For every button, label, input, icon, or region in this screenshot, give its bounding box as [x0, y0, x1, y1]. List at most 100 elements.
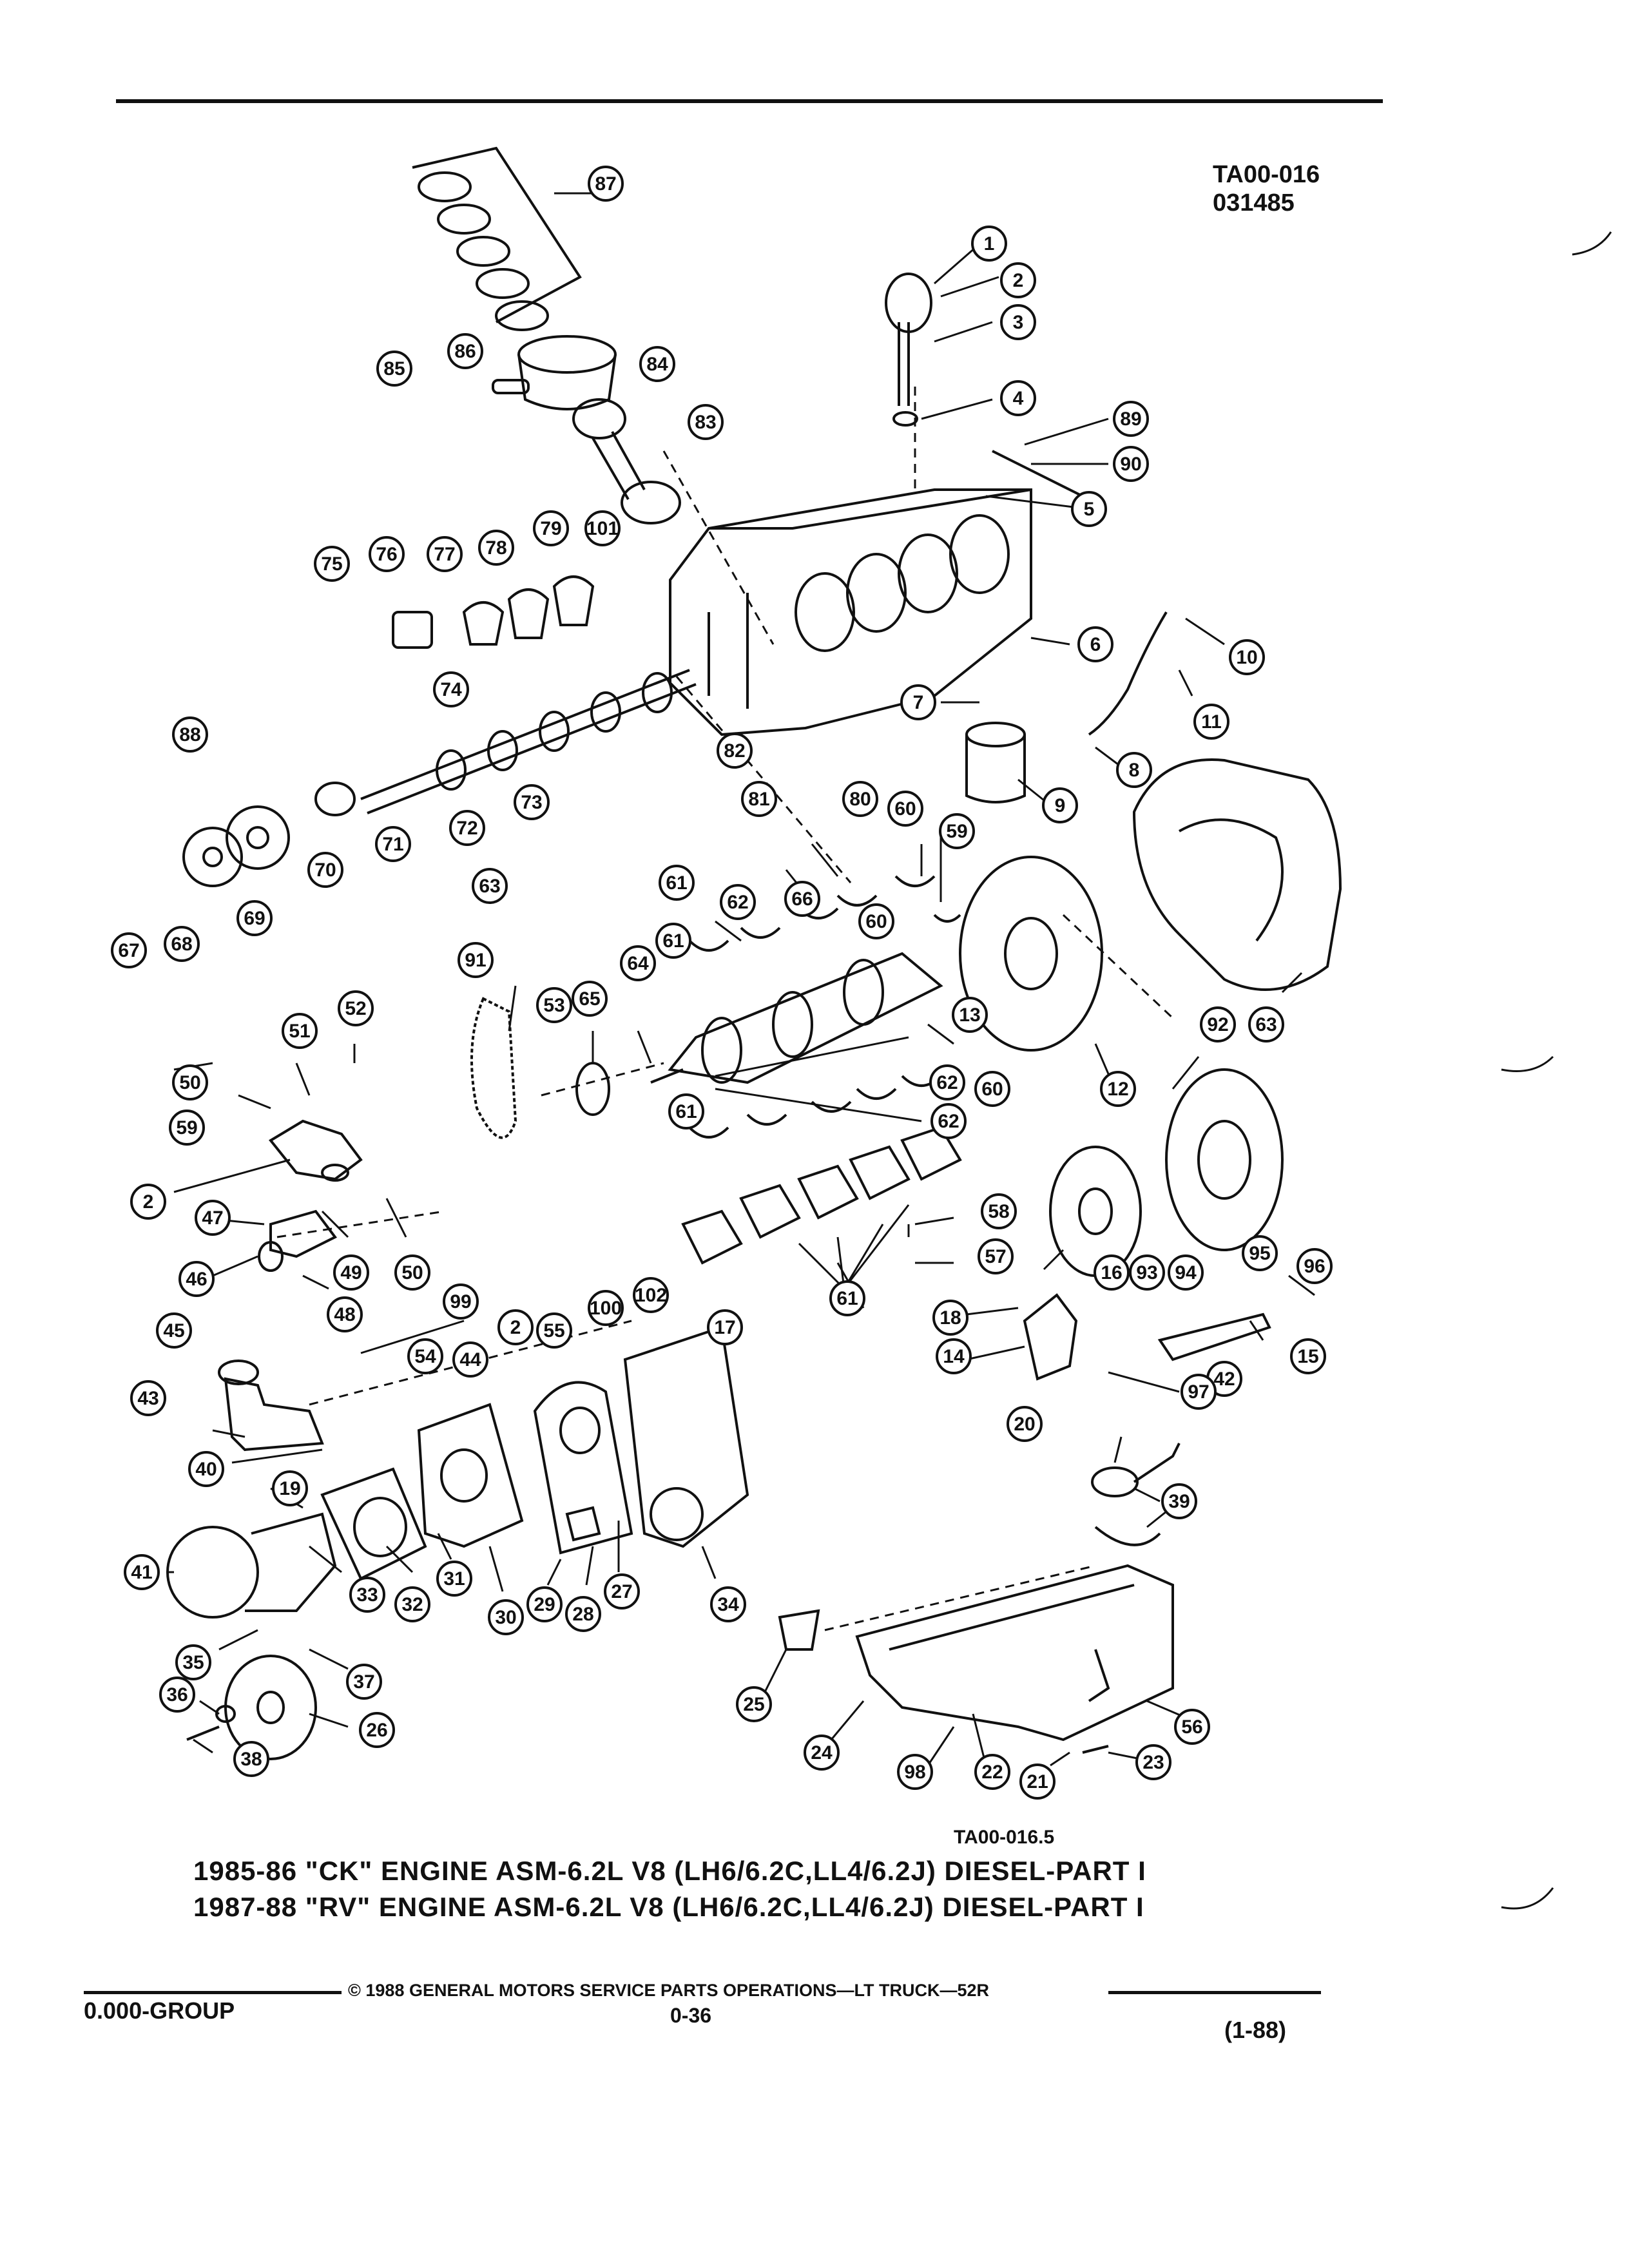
connecting-rod: [572, 398, 681, 524]
figure-ref: TA00-016.5: [954, 1827, 1055, 1848]
callout-label: 77: [434, 544, 455, 565]
callout-label: 18: [940, 1307, 961, 1329]
callout-label: 34: [717, 1594, 739, 1615]
callout-37: 37: [346, 1664, 382, 1700]
callout-17: 17: [707, 1309, 743, 1345]
thermostat-housing: [258, 1209, 338, 1272]
callout-35: 35: [175, 1644, 211, 1680]
baffle: [778, 1609, 820, 1651]
callout-31: 31: [436, 1561, 472, 1597]
callout-label: 69: [244, 908, 265, 929]
footer-rule-left: [84, 1991, 342, 1994]
footer-rule-right: [1108, 1991, 1321, 1994]
callout-63: 63: [472, 868, 508, 904]
callout-label: 63: [1255, 1014, 1277, 1035]
callout-label: 100: [590, 1298, 622, 1319]
callout-53: 53: [536, 987, 572, 1023]
callout-46: 46: [178, 1261, 215, 1297]
callout-label: 61: [675, 1101, 697, 1122]
timing-chain: [470, 997, 517, 1139]
callout-87: 87: [588, 166, 624, 202]
callout-84: 84: [639, 346, 675, 382]
callout-label: 4: [1013, 388, 1024, 409]
drain-plug: [1082, 1745, 1109, 1754]
flywheel: [959, 856, 1103, 1052]
camshaft: [360, 669, 697, 814]
callout-4: 4: [1000, 380, 1036, 416]
callout-label: 16: [1101, 1262, 1122, 1283]
callout-label: 3: [1013, 312, 1024, 333]
callout-label: 6: [1090, 634, 1101, 655]
callout-61: 61: [655, 923, 691, 959]
callout-66: 66: [784, 881, 820, 917]
callout-label: 20: [1014, 1414, 1035, 1435]
callout-label: 94: [1175, 1262, 1197, 1283]
callout-63: 63: [1248, 1006, 1284, 1043]
callout-label: 13: [959, 1004, 980, 1026]
callout-label: 74: [440, 679, 462, 700]
callout-36: 36: [159, 1677, 195, 1713]
oil-pump-cover: [417, 1403, 524, 1548]
callout-101: 101: [584, 510, 621, 546]
callout-48: 48: [327, 1296, 363, 1332]
callout-50: 50: [172, 1064, 208, 1100]
callout-32: 32: [394, 1586, 430, 1622]
callout-label: 62: [938, 1111, 959, 1132]
callout-29: 29: [526, 1586, 563, 1622]
callout-label: 93: [1136, 1262, 1157, 1283]
callout-94: 94: [1168, 1254, 1204, 1291]
callout-10: 10: [1229, 639, 1265, 675]
callout-label: 42: [1213, 1369, 1235, 1390]
callout-2: 2: [130, 1184, 166, 1220]
callout-56: 56: [1174, 1709, 1210, 1745]
callout-label: 97: [1188, 1381, 1209, 1403]
callout-label: 46: [186, 1269, 207, 1290]
callout-52: 52: [338, 990, 374, 1026]
main-bearings-lower: [688, 1075, 942, 1139]
callout-label: 2: [1013, 270, 1024, 291]
callout-label: 10: [1236, 647, 1257, 668]
callout-label: 24: [811, 1742, 833, 1763]
callout-89: 89: [1113, 401, 1149, 437]
vacuum-pump: [1091, 1443, 1181, 1497]
callout-label: 29: [534, 1594, 555, 1615]
callout-label: 88: [179, 724, 200, 745]
callout-75: 75: [314, 546, 350, 582]
callout-60: 60: [858, 903, 894, 939]
callout-label: 53: [543, 995, 564, 1016]
callout-label: 82: [724, 740, 745, 762]
callout-8: 8: [1116, 752, 1152, 788]
callout-label: 91: [465, 950, 486, 971]
callout-label: 2: [143, 1191, 154, 1213]
callout-label: 2: [510, 1317, 521, 1338]
callout-70: 70: [307, 852, 343, 888]
callout-label: 70: [314, 860, 336, 881]
callout-26: 26: [359, 1712, 395, 1748]
callout-90: 90: [1113, 446, 1149, 482]
callout-label: 44: [459, 1349, 481, 1370]
callout-82: 82: [717, 733, 753, 769]
header-ref: TA00-016: [1213, 161, 1320, 188]
callout-label: 102: [635, 1285, 667, 1306]
water-crossover: [218, 1360, 324, 1452]
callout-2: 2: [1000, 262, 1036, 298]
callout-93: 93: [1129, 1254, 1165, 1291]
callout-label: 22: [981, 1762, 1003, 1783]
pedal-bracket: [1023, 1293, 1078, 1381]
callout-label: 45: [163, 1320, 184, 1341]
footer-date: (1-88): [1224, 2017, 1287, 2043]
header-code: 031485: [1213, 189, 1295, 216]
callout-label: 60: [981, 1079, 1003, 1100]
callout-label: 66: [791, 889, 813, 910]
callout-98: 98: [897, 1754, 933, 1790]
callout-label: 62: [936, 1072, 958, 1093]
callout-33: 33: [349, 1577, 385, 1613]
water-outlet: [269, 1119, 363, 1182]
oil-pan: [855, 1564, 1174, 1742]
footer-group: 0.000-GROUP: [84, 1997, 235, 2024]
callout-label: 84: [646, 354, 668, 375]
callout-label: 48: [334, 1304, 355, 1325]
callout-83: 83: [688, 404, 724, 440]
callout-label: 41: [131, 1562, 152, 1583]
